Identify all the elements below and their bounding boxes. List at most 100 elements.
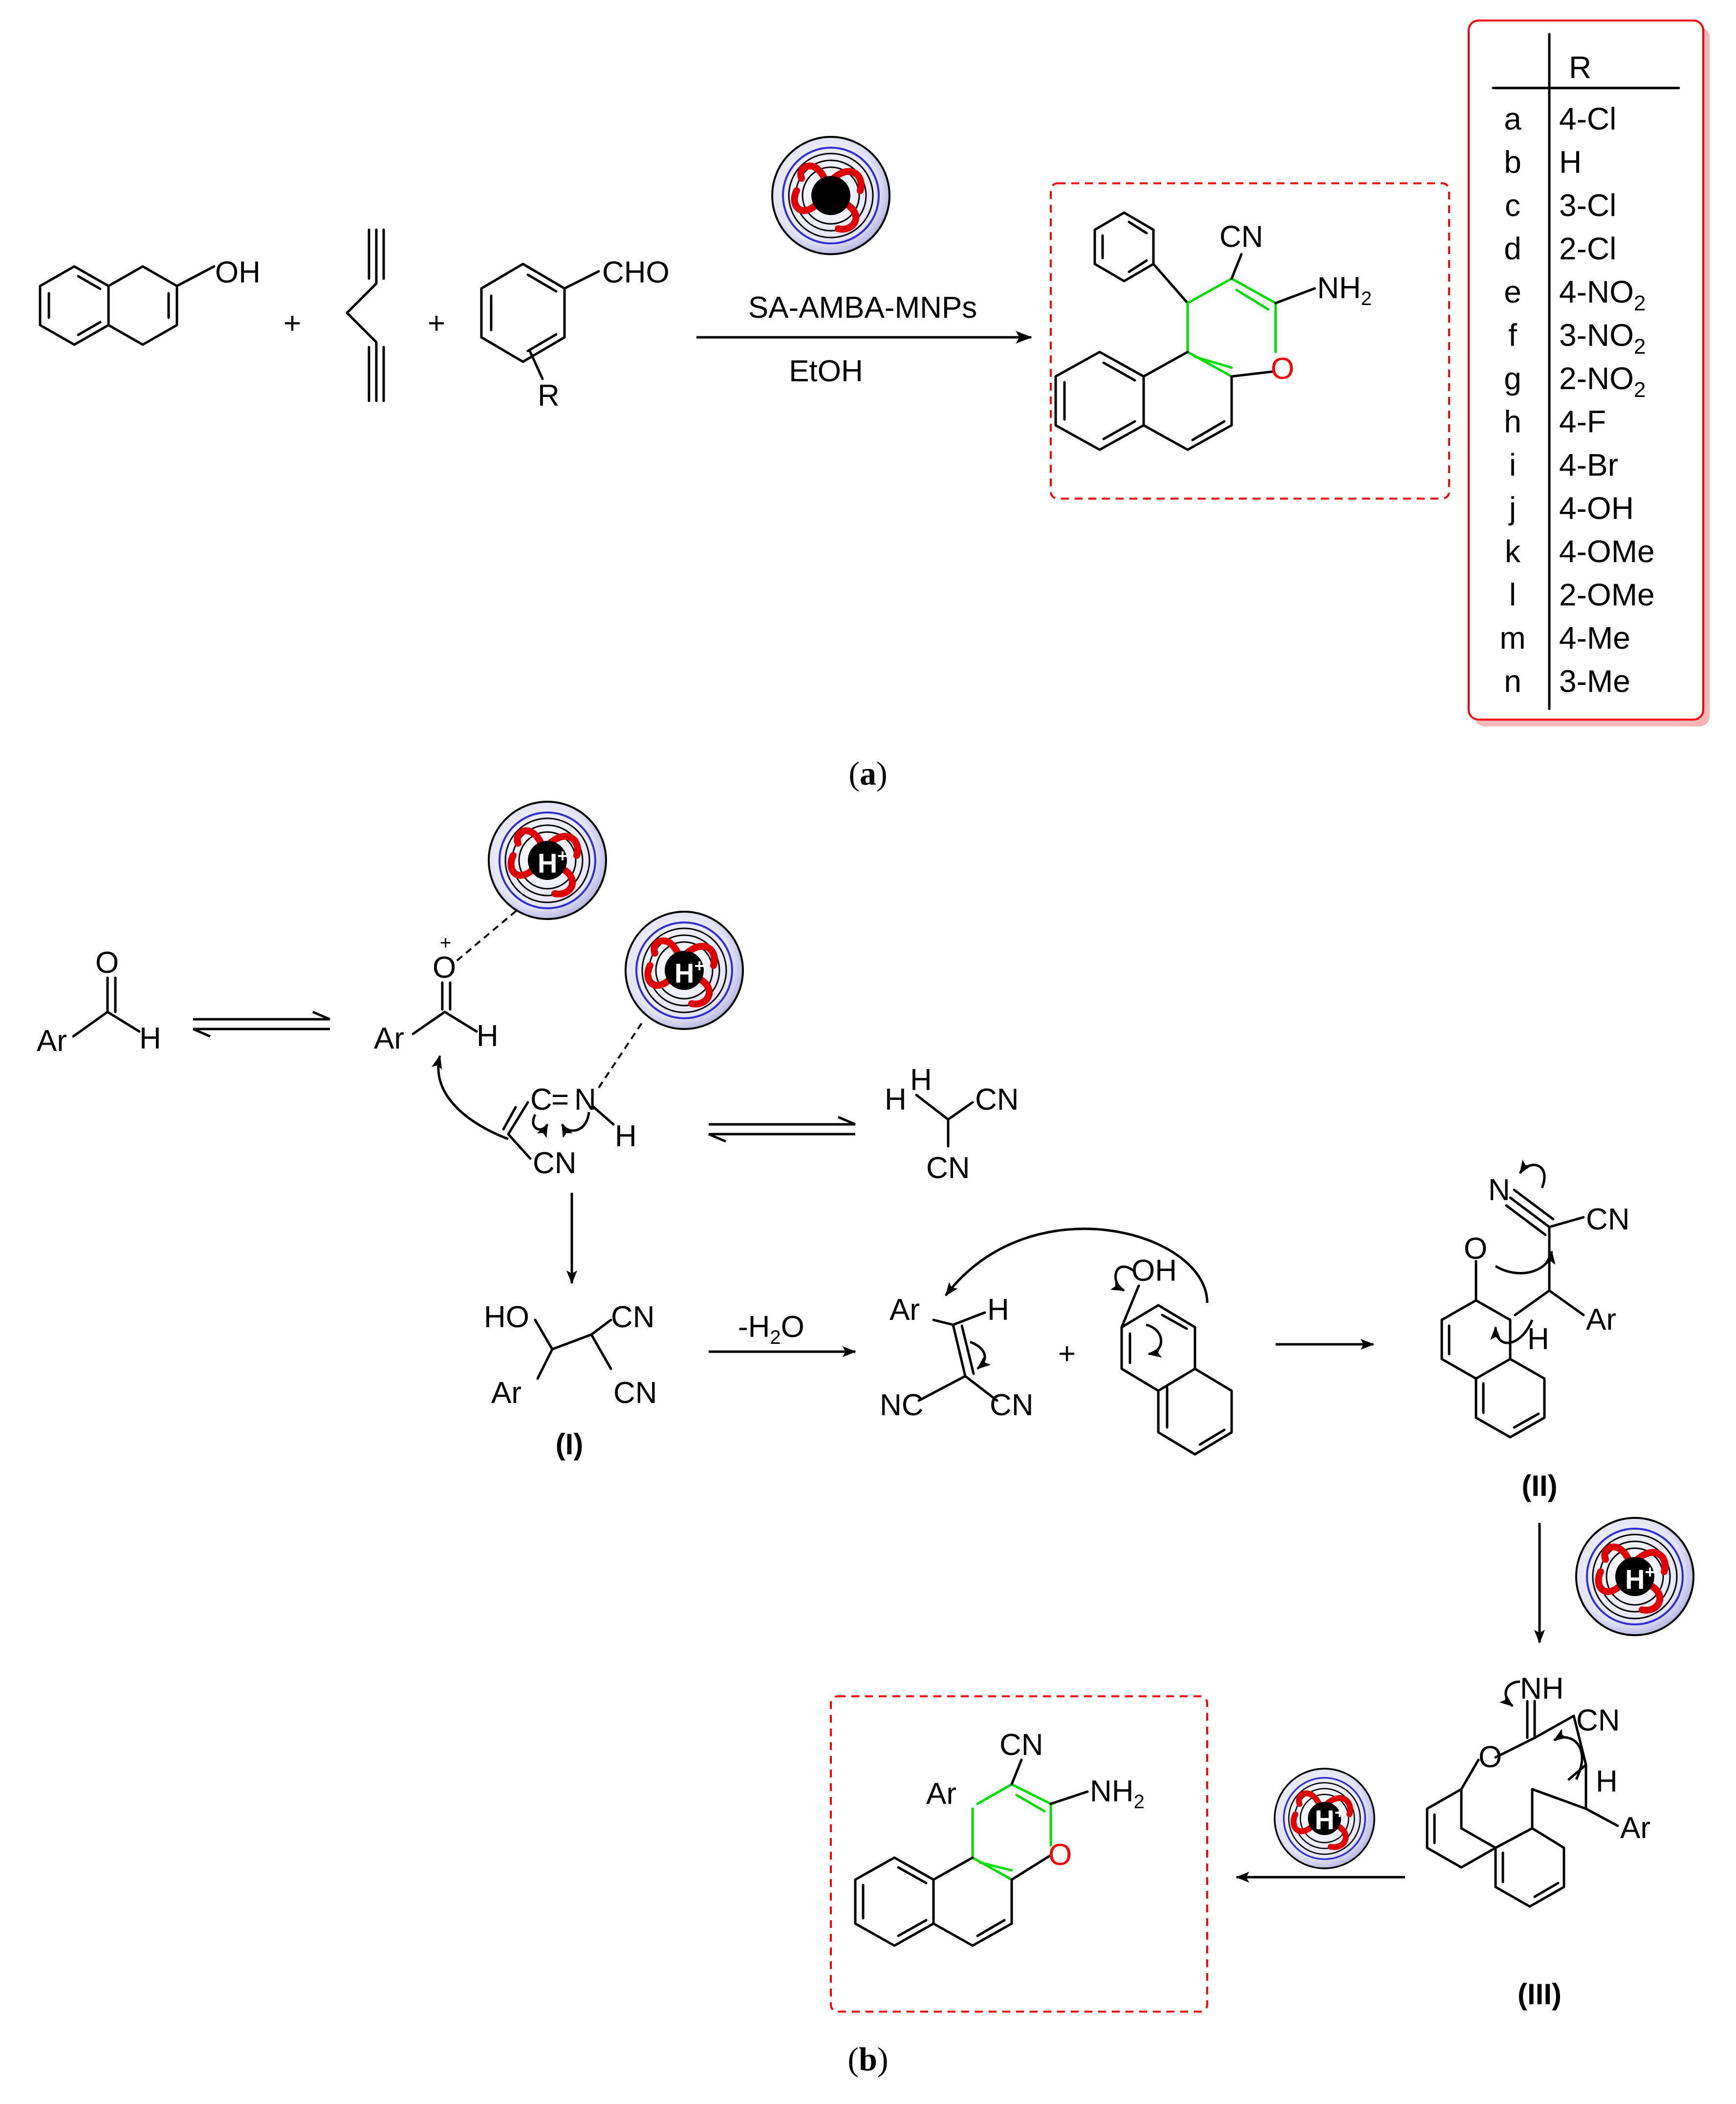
catalyst-2-label: H+ [674, 956, 704, 988]
naphthol-b: OH [945, 1227, 1233, 1456]
plus-sign-2: + [428, 307, 445, 340]
table-header-r: R [1569, 50, 1591, 85]
product-box-b [830, 1695, 1208, 2013]
malononitrile: H H CN CN [885, 1063, 1019, 1185]
o-label-2: O [433, 951, 456, 985]
catalyst-label: SA-AMBA-MNPs [748, 291, 977, 325]
table-row-id: m [1499, 620, 1525, 656]
cn-label-6: CN [990, 1388, 1034, 1422]
compound-iii-structure: NH CN O H Ar (III) [1426, 1672, 1650, 2011]
ho-label: HO [484, 1300, 529, 1334]
substituent-table: R a 4-Cl b Hc 3-Cl d 2-Cl e 4-NO2 f 3-NO2 g 2-NO2 h 4-… [1468, 20, 1710, 726]
product-a-oxygen-label: O [1271, 352, 1294, 386]
oxonium-plus-label: + [440, 932, 451, 954]
ar-label-3: Ar [491, 1376, 521, 1410]
o-label-3: O [1464, 1232, 1487, 1266]
minus-h2o-label: -H2O [738, 1310, 804, 1348]
scheme-a: OH + + CHO R SA-AMBA-MNPs EtOH [39, 20, 1710, 792]
table-row-id: k [1505, 534, 1521, 569]
ar-label-7: Ar [926, 1777, 956, 1811]
product-b-nh2-label: NH2 [1090, 1775, 1145, 1813]
compound-i-structure: HO CN Ar CN (I) [484, 1300, 657, 1461]
product-b: Ar O CN NH2 [854, 1728, 1145, 1947]
equilibrium-arrows-2 [708, 1116, 856, 1143]
table-row-id: h [1504, 404, 1521, 439]
ar-label-4: Ar [890, 1293, 920, 1327]
reactant-naphthol: OH [39, 256, 260, 346]
table-row-id: i [1509, 447, 1516, 482]
table-row-substituent: 4-Br [1559, 447, 1618, 482]
compound-ii-structure: N CN Ar H O (II) [1440, 1160, 1630, 1502]
benzaldehyde-cho-label: CHO [602, 256, 670, 289]
h-label-7: H [1527, 1322, 1549, 1356]
table-row-id: l [1509, 577, 1516, 613]
knoevenagel-product: Ar H NC CN [880, 1293, 1034, 1422]
caption-a: (a) [848, 755, 887, 792]
scheme-b: Ar O H Ar O + H H+ H+ [37, 802, 1693, 2078]
n-label-1: N [574, 1083, 596, 1117]
table-row-substituent: 4-Me [1559, 620, 1630, 656]
table-row-substituent: 3-Me [1559, 664, 1630, 699]
cn-label-9: CN [999, 1728, 1043, 1762]
table-row-substituent: H [1559, 145, 1582, 180]
catalyst-4-label: H+ [1315, 1802, 1345, 1835]
nc-label: NC [880, 1388, 924, 1422]
cn-label-8: CN [1576, 1704, 1620, 1737]
o-label-4: O [1478, 1740, 1502, 1774]
cn-label-5: CN [613, 1376, 657, 1410]
table-row-substituent: 2-Cl [1559, 231, 1616, 266]
plus-sign-1: + [283, 307, 301, 340]
table-row-id: a [1504, 101, 1521, 136]
table-row-substituent: 3-NO2 [1559, 318, 1646, 359]
oh-label-b: OH [1131, 1254, 1177, 1288]
caption-b: (b) [847, 2040, 888, 2078]
catalyst-3-label: H+ [1625, 1562, 1655, 1595]
table-row-substituent: 4-OMe [1559, 534, 1655, 569]
ar-label-5: Ar [1586, 1303, 1616, 1337]
table-row-id: j [1508, 491, 1516, 526]
n-label-2: N [1488, 1173, 1510, 1207]
reactant-dialkyne [346, 228, 385, 402]
c-label: C [530, 1083, 552, 1117]
table-row-substituent: 4-F [1559, 404, 1606, 439]
compound-i-label: (I) [556, 1428, 584, 1461]
table-row-substituent: 4-NO2 [1559, 274, 1646, 315]
table-row-id: b [1504, 145, 1521, 180]
table-row-substituent: 3-Cl [1559, 188, 1616, 223]
ar-label-1: Ar [37, 1024, 67, 1058]
product-b-oxygen-label: O [1048, 1838, 1072, 1872]
table-row-id: e [1504, 274, 1521, 309]
h-label-6: H [987, 1293, 1009, 1327]
equilibrium-arrows-1 [193, 1010, 330, 1038]
h-label-2: H [477, 1019, 499, 1053]
table-row-id: d [1504, 231, 1521, 266]
cn-label-3: CN [926, 1151, 970, 1185]
solvent-label: EtOH [789, 354, 863, 388]
product-a-cn-label: CN [1219, 220, 1263, 254]
table-row-substituent: 4-Cl [1559, 101, 1616, 136]
activated-aldehyde: Ar O + H [374, 908, 519, 1055]
eq-label: = [551, 1083, 569, 1117]
table-row-id: g [1504, 361, 1521, 396]
table-row-substituent: 2-NO2 [1559, 361, 1646, 402]
ketenimine: C = N H CN [432, 1021, 644, 1180]
compound-ii-label: (II) [1521, 1469, 1557, 1502]
table-row-id: n [1504, 664, 1521, 699]
catalyst-nanoparticle-icon [772, 137, 890, 254]
aldehyde-start: Ar O H [37, 946, 161, 1058]
ar-label-6: Ar [1620, 1811, 1650, 1845]
ar-label-2: Ar [374, 1022, 404, 1055]
table-row-substituent: 2-OMe [1559, 577, 1655, 613]
table-row-id: f [1508, 318, 1517, 353]
cn-label-7: CN [1586, 1203, 1630, 1236]
compound-iii-label: (III) [1518, 1978, 1562, 2011]
naphthol-oh-label: OH [215, 256, 260, 289]
product-a: O CN NH2 [1054, 211, 1372, 451]
reactant-benzaldehyde: CHO R [480, 256, 670, 413]
table-row-id: c [1505, 188, 1520, 223]
product-box-a [1050, 182, 1450, 500]
h-label-3: H [615, 1119, 637, 1153]
o-label-1: O [95, 946, 119, 980]
h-label-4: H [885, 1083, 907, 1117]
